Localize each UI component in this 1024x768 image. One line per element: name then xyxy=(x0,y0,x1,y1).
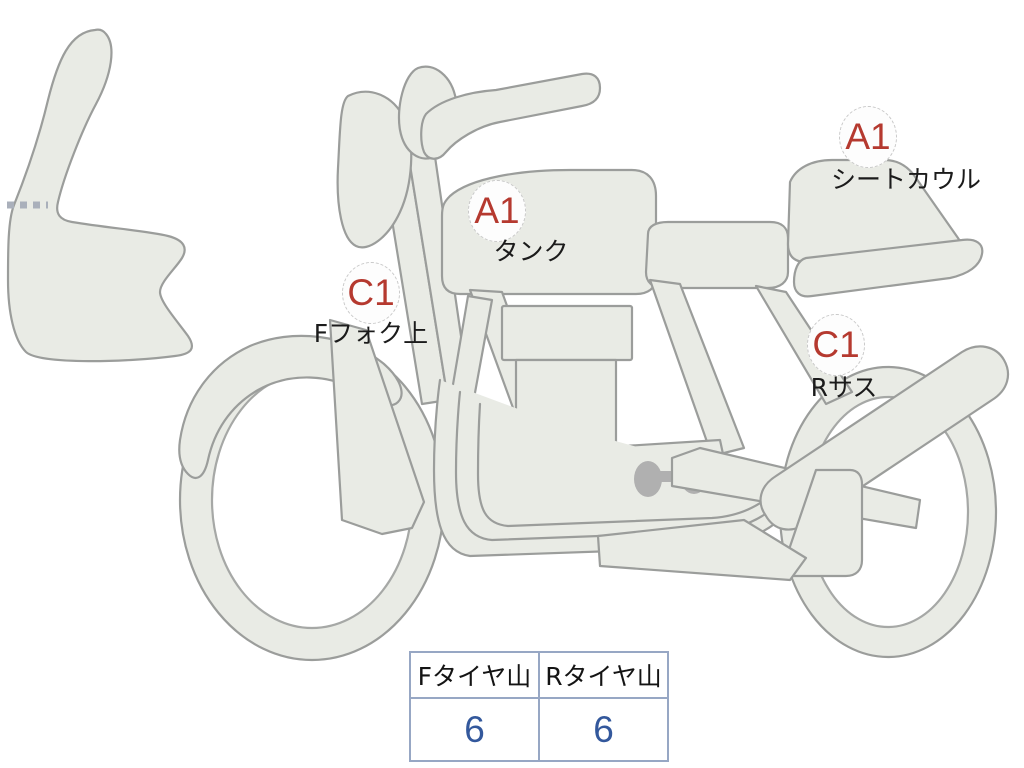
marker-code: A1 xyxy=(474,189,520,231)
value-rear-tire[interactable]: 6 xyxy=(538,697,669,762)
exhaust-pipes xyxy=(432,378,792,558)
marker-bubble: C1 xyxy=(342,262,400,324)
marker-code: A1 xyxy=(845,115,891,157)
marker-caption: タンク xyxy=(493,237,569,266)
table-header-row: Fタイヤ山 Rタイヤ山 xyxy=(409,651,669,699)
marker-bubble: C1 xyxy=(807,314,865,376)
handlebar xyxy=(420,72,602,160)
marker-bubble: A1 xyxy=(468,180,526,242)
value-front-tire[interactable]: 6 xyxy=(409,697,540,762)
table-value-row: 6 6 xyxy=(409,697,669,762)
front-fork-lower xyxy=(328,318,426,536)
marker-caption: Rサス xyxy=(810,373,878,402)
marker-bubble: A1 xyxy=(839,106,897,168)
front-fender-detached-part xyxy=(6,28,193,363)
tire-depth-table: Fタイヤ山 Rタイヤ山 6 6 xyxy=(409,651,669,762)
marker-code: C1 xyxy=(812,323,860,365)
header-rear-tire: Rタイヤ山 xyxy=(538,651,669,699)
frame-seat-tube xyxy=(648,278,746,458)
header-front-tire: Fタイヤ山 xyxy=(409,651,540,699)
marker-caption: シートカウル xyxy=(830,165,982,194)
rear-fender xyxy=(792,238,984,298)
rear-hub-plate xyxy=(778,468,864,578)
chain-guard xyxy=(596,518,808,582)
marker-code: C1 xyxy=(347,271,395,313)
seat xyxy=(644,220,790,290)
seat-cowl xyxy=(786,158,965,264)
marker-caption: Fフォク上 xyxy=(313,319,429,348)
